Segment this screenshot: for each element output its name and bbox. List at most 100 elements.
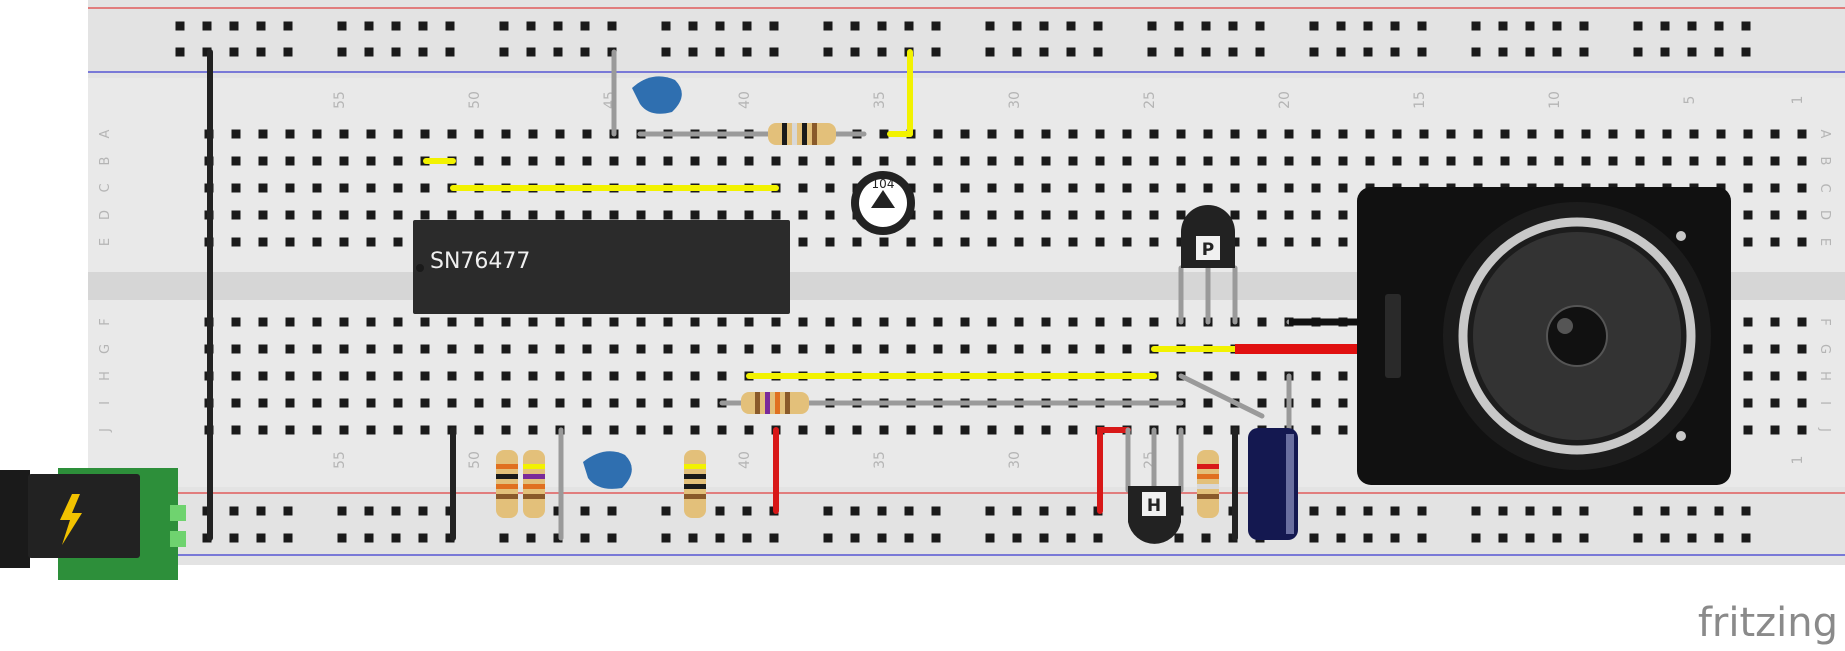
hole xyxy=(744,344,754,354)
pnp-transistor-mark xyxy=(1196,236,1220,260)
rail-hole xyxy=(1687,506,1697,516)
row-label: B xyxy=(1817,157,1832,166)
hole xyxy=(528,129,538,139)
hole xyxy=(1797,237,1807,247)
rail-hole xyxy=(364,533,374,543)
hole xyxy=(366,183,376,193)
rail-hole xyxy=(823,506,833,516)
rail-hole xyxy=(1309,506,1319,516)
hole xyxy=(1203,129,1213,139)
rail-hole xyxy=(1363,506,1373,516)
hole xyxy=(771,156,781,166)
row-label: G xyxy=(1817,344,1832,354)
rail-hole xyxy=(337,47,347,57)
rail-hole xyxy=(175,47,185,57)
hole xyxy=(231,183,241,193)
hole xyxy=(1149,237,1159,247)
hole xyxy=(852,425,862,435)
hole xyxy=(258,237,268,247)
hole xyxy=(1122,183,1132,193)
rail-hole xyxy=(580,47,590,57)
hole xyxy=(582,371,592,381)
hole xyxy=(528,210,538,220)
hole xyxy=(447,129,457,139)
hole xyxy=(960,183,970,193)
rail-hole xyxy=(1417,47,1427,57)
rail-hole xyxy=(1390,506,1400,516)
hole xyxy=(690,210,700,220)
hole xyxy=(528,398,538,408)
hole xyxy=(609,425,619,435)
hole xyxy=(231,237,241,247)
hole xyxy=(474,129,484,139)
hole xyxy=(582,344,592,354)
hole xyxy=(501,317,511,327)
hole xyxy=(690,317,700,327)
hole xyxy=(636,317,646,327)
hole xyxy=(312,210,322,220)
hole xyxy=(474,425,484,435)
hole xyxy=(1743,425,1753,435)
rail-hole xyxy=(1660,47,1670,57)
rail-hole xyxy=(1417,21,1427,31)
rail-hole xyxy=(1012,506,1022,516)
hole xyxy=(690,425,700,435)
hole xyxy=(447,344,457,354)
hole xyxy=(1203,425,1213,435)
rail-hole xyxy=(1633,21,1643,31)
rail-hole xyxy=(229,47,239,57)
hole xyxy=(987,344,997,354)
hole xyxy=(258,398,268,408)
hole xyxy=(879,237,889,247)
rail-hole xyxy=(985,47,995,57)
rail-hole xyxy=(1417,506,1427,516)
hole xyxy=(717,371,727,381)
ceramic-capacitor xyxy=(583,451,632,489)
resistor-band xyxy=(496,484,518,489)
hole xyxy=(1230,156,1240,166)
hole xyxy=(474,371,484,381)
rail-hole xyxy=(877,47,887,57)
rail-hole xyxy=(202,21,212,31)
hole xyxy=(1149,129,1159,139)
resistor-band xyxy=(523,464,545,469)
ceramic-capacitor-body xyxy=(583,451,632,489)
hole xyxy=(1203,398,1213,408)
hole xyxy=(285,344,295,354)
resistor-band xyxy=(785,392,790,414)
hole xyxy=(771,344,781,354)
hole xyxy=(555,371,565,381)
hole xyxy=(474,344,484,354)
rail-hole xyxy=(1201,533,1211,543)
hole xyxy=(447,398,457,408)
power-jack-plug xyxy=(0,470,30,568)
hole xyxy=(339,398,349,408)
hole xyxy=(285,317,295,327)
pnp-transistor-label: P xyxy=(1202,240,1214,260)
npn-transistor-mark xyxy=(1142,492,1166,516)
hole xyxy=(852,344,862,354)
speaker-screw xyxy=(1676,431,1686,441)
hole xyxy=(825,210,835,220)
capacitor-lead xyxy=(1178,373,1265,419)
hole xyxy=(636,156,646,166)
hole xyxy=(1743,317,1753,327)
column-label: 30 xyxy=(1007,451,1023,469)
rail-hole xyxy=(256,533,266,543)
rail-hole xyxy=(1525,47,1535,57)
rail-hole xyxy=(580,533,590,543)
hole xyxy=(420,183,430,193)
rail-hole xyxy=(715,533,725,543)
rail-hole xyxy=(931,21,941,31)
hole xyxy=(1041,425,1051,435)
hole xyxy=(1257,371,1267,381)
hole xyxy=(906,344,916,354)
rail-hole xyxy=(1012,533,1022,543)
hole xyxy=(906,156,916,166)
resistor-band xyxy=(1197,464,1219,469)
rail-hole xyxy=(337,506,347,516)
hole xyxy=(1284,156,1294,166)
hole xyxy=(1014,317,1024,327)
rail-hole xyxy=(553,47,563,57)
hole xyxy=(312,156,322,166)
